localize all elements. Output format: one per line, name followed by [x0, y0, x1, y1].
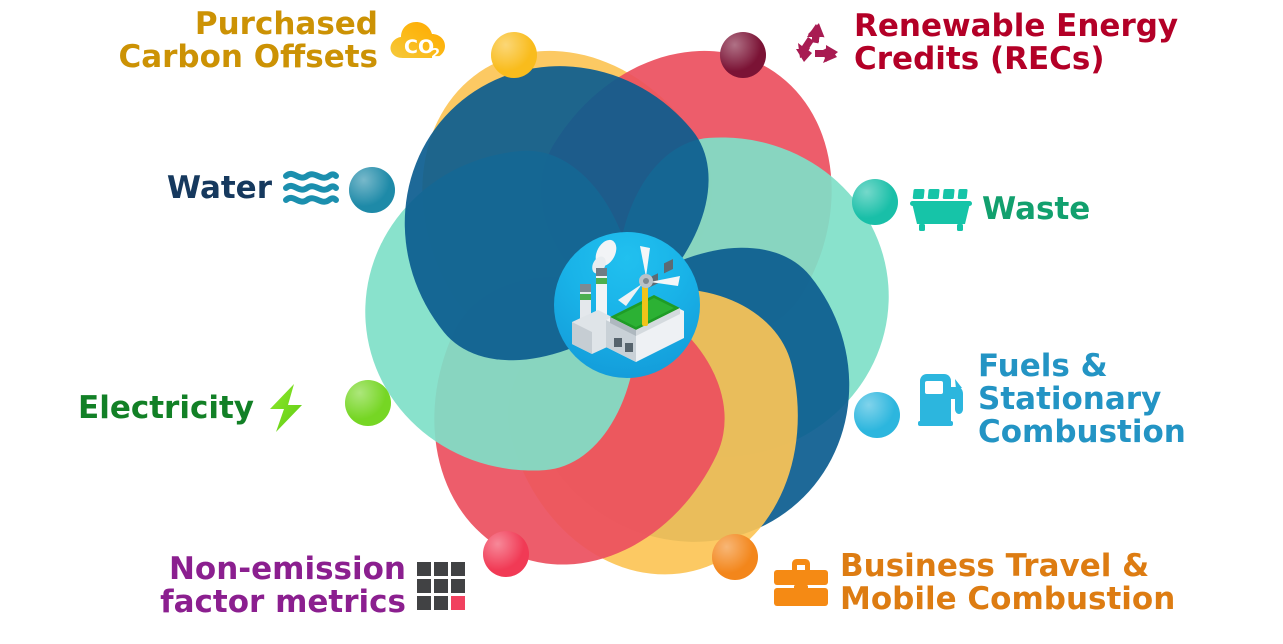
- label-electricity[interactable]: Electricity: [58, 382, 308, 434]
- label-text-fuels-stationary-combustion: Fuels & Stationary Combustion: [978, 348, 1186, 450]
- label-renewable-energy-credits[interactable]: Renewable Energy Credits (RECs): [792, 10, 1212, 76]
- label-text-business-travel-mobile-combustion: Business Travel & Mobile Combustion: [840, 548, 1176, 617]
- grid-squares-icon: [417, 561, 465, 610]
- fuel-pump-icon: [918, 374, 963, 427]
- water-waves-icon: [283, 170, 339, 205]
- dumpster-icon: [910, 189, 972, 231]
- tip-dot-electricity[interactable]: [345, 380, 391, 426]
- tip-dot-non-emission-metrics[interactable]: [483, 531, 529, 577]
- lightning-bolt-icon: [270, 384, 302, 432]
- svg-text:2: 2: [431, 47, 440, 62]
- tip-dot-business-travel[interactable]: [712, 534, 758, 580]
- svg-text:CO: CO: [404, 36, 434, 58]
- tip-dot-fuels-stationary[interactable]: [854, 392, 900, 438]
- label-fuels-stationary-combustion[interactable]: Fuels & Stationary Combustion: [916, 350, 1216, 449]
- label-text-electricity: Electricity: [78, 389, 254, 426]
- label-business-travel-mobile-combustion[interactable]: Business Travel & Mobile Combustion: [772, 550, 1212, 616]
- label-text-waste: Waste: [982, 190, 1091, 227]
- label-purchased-carbon-offsets[interactable]: Purchased Carbon Offsets CO 2: [108, 8, 448, 74]
- factory-wind-turbine-icon: [572, 239, 684, 362]
- label-text-water: Water: [166, 169, 272, 206]
- label-water[interactable]: Water: [120, 166, 340, 210]
- label-waste[interactable]: Waste: [910, 186, 1140, 232]
- tip-dot-purchased-carbon-offsets[interactable]: [491, 32, 537, 78]
- label-text-purchased-carbon-offsets: Purchased Carbon Offsets: [118, 6, 378, 75]
- recycle-icon: [796, 23, 838, 63]
- label-text-renewable-energy-credits: Renewable Energy Credits (RECs): [854, 8, 1179, 77]
- briefcase-icon: [774, 558, 828, 606]
- co2-cloud-icon: CO 2: [390, 21, 445, 62]
- label-text-non-emission-factor-metrics: Non-emission factor metrics: [160, 551, 406, 620]
- tip-dot-waste[interactable]: [852, 179, 898, 225]
- tip-dot-renewable-energy-credits[interactable]: [720, 32, 766, 78]
- tip-dot-water[interactable]: [349, 167, 395, 213]
- center-factory-badge[interactable]: [554, 232, 700, 378]
- label-non-emission-factor-metrics[interactable]: Non-emission factor metrics: [116, 553, 466, 619]
